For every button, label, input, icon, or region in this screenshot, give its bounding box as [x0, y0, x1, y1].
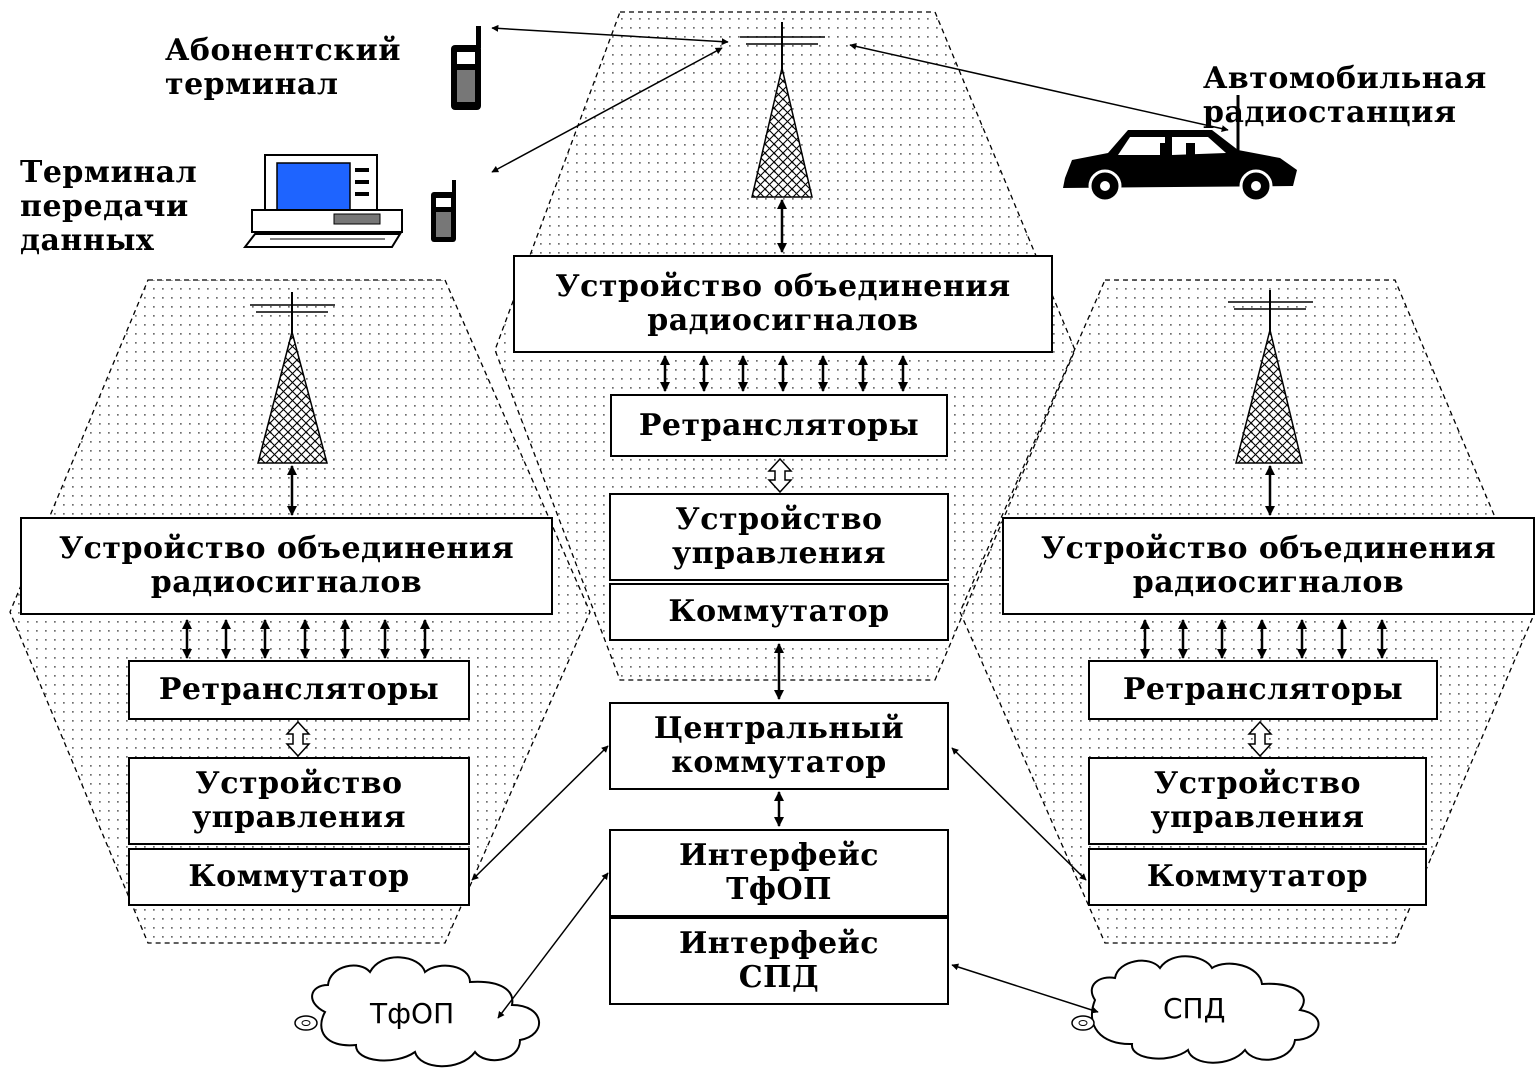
central-switch-box: Центральный коммутатор	[609, 702, 949, 790]
left-combiner-box: Устройство объединения радиосигналов	[20, 517, 553, 615]
left-repeaters-box: Ретрансляторы	[128, 660, 470, 720]
car-icon	[1063, 95, 1297, 203]
cloud-icon	[1090, 955, 1320, 1064]
left-control-box: Устройство управления	[128, 757, 470, 845]
right-switch-box: Коммутатор	[1088, 848, 1427, 906]
antenna-tower-icon	[1228, 290, 1313, 464]
antenna-tower-icon	[250, 292, 335, 464]
center-repeaters-box: Ретрансляторы	[610, 394, 948, 457]
right-combiner-box: Устройство объединения радиосигналов	[1002, 517, 1535, 615]
cloud-tail-icon	[294, 1015, 318, 1031]
mobile-phone-icon	[431, 180, 456, 242]
computer-terminal-icon	[242, 154, 403, 248]
backbone-links	[471, 745, 1099, 1019]
control-bus-links	[285, 457, 1273, 758]
center-combiner-box: Устройство объединения радиосигналов	[513, 255, 1053, 353]
pstn-cloud-label: ТфОП	[370, 997, 455, 1030]
subscriber-terminal-label: Абонентский терминал	[165, 33, 401, 102]
mobile-phone-icon	[451, 26, 481, 110]
tower-links	[287, 199, 1275, 516]
radio-links	[491, 24, 1229, 173]
right-control-box: Устройство управления	[1088, 757, 1427, 845]
data-terminal-label: Терминал передачи данных	[20, 155, 198, 258]
antenna-tower-icon	[740, 22, 825, 198]
left-switch-box: Коммутатор	[128, 848, 470, 906]
data-network-cloud-label: СПД	[1163, 992, 1226, 1025]
car-station-label: Автомобильная радиостанция	[1203, 61, 1487, 130]
data-interface-box: Интерфейс СПД	[609, 917, 949, 1005]
center-switch-box: Коммутатор	[609, 583, 949, 641]
right-repeaters-box: Ретрансляторы	[1088, 660, 1438, 720]
channel-links	[182, 355, 1387, 659]
pstn-interface-box: Интерфейс ТфОП	[609, 829, 949, 917]
center-control-box: Устройство управления	[609, 493, 949, 581]
cloud-tail-icon	[1071, 1015, 1095, 1031]
